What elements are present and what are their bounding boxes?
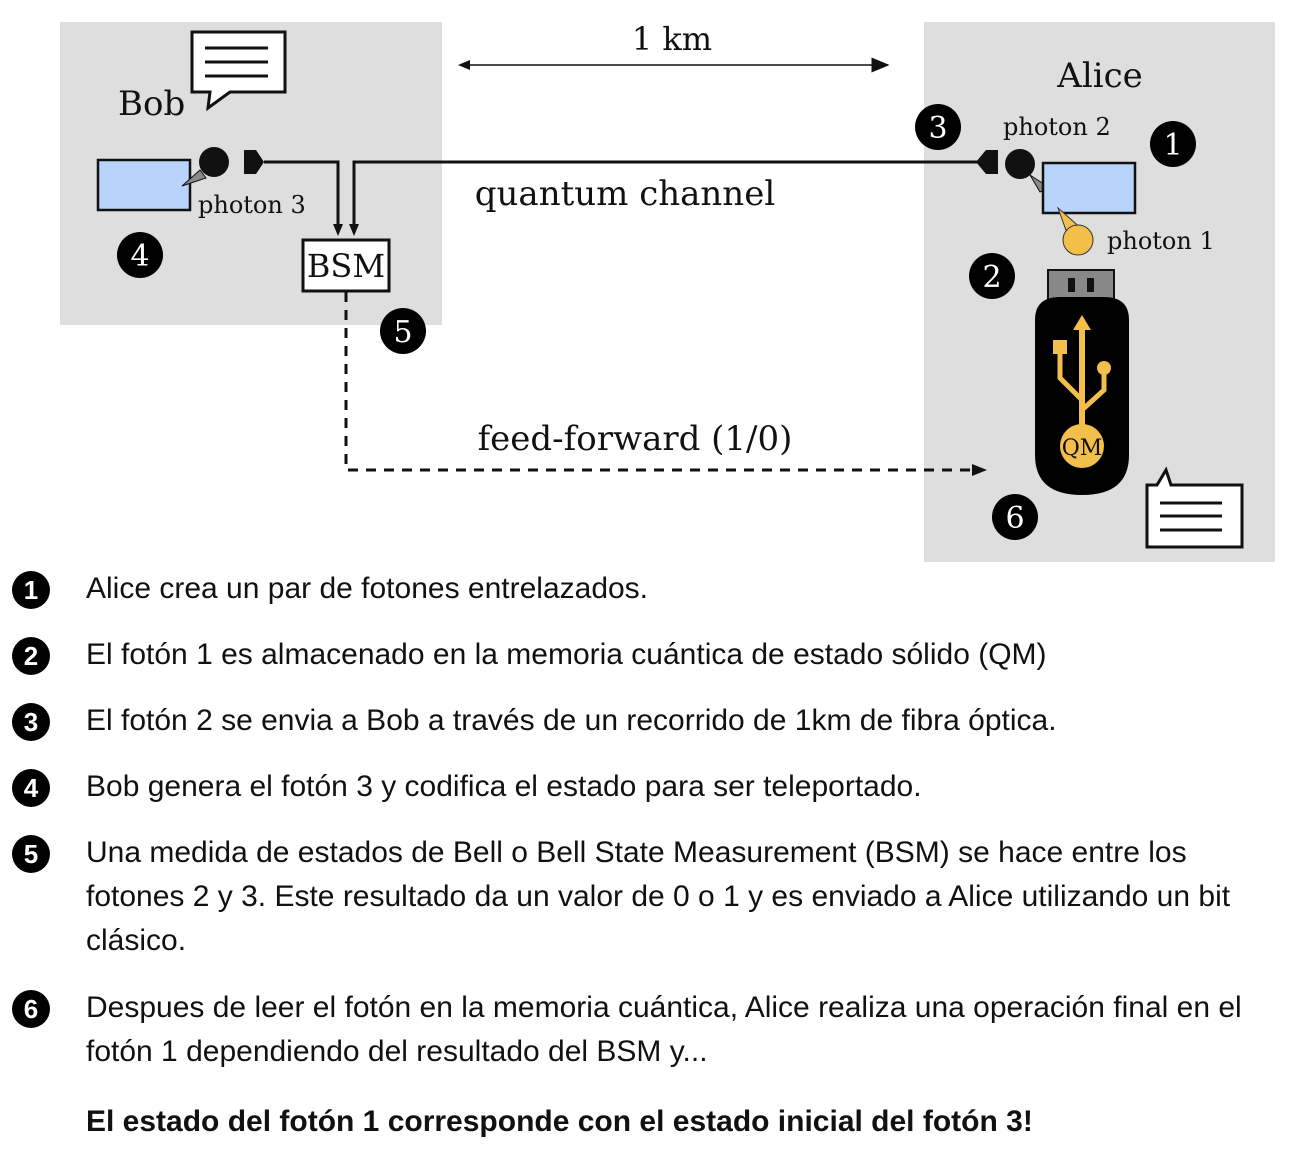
step-2-badge: 2 [12,637,50,675]
marker-3: 3 [915,104,961,150]
bob-photon-source [96,158,192,212]
alice-fiber-connector [976,150,998,174]
marker-4: 4 [117,232,163,278]
marker-6: 6 [992,494,1038,540]
alice-label: Alice [1056,56,1142,96]
marker-1: 1 [1150,121,1196,167]
bob-fiber-connector [244,150,264,174]
step-5-text: Una medida de estados de Bell o Bell Sta… [86,836,1231,957]
step-3-badge: 3 [12,703,50,741]
svg-text:1: 1 [1163,128,1182,163]
bsm-box [301,238,391,293]
distance-label: 1 km [632,20,712,58]
alice-photon-source [1041,161,1137,215]
svg-text:6: 6 [1005,501,1024,536]
step-1-badge: 1 [12,571,50,609]
marker-5: 5 [380,308,426,354]
bsm-label: BSM [307,247,385,285]
bob-label: Bob [118,84,185,124]
step-3-text: El fotón 2 se envia a Bob a través de un… [86,704,1057,737]
conclusion-text: El estado del fotón 1 corresponde con el… [86,1105,1033,1138]
svg-text:3: 3 [928,111,947,146]
usb-memory-icon [1035,269,1129,495]
qm-label: QM [1062,436,1103,461]
photon3-icon [181,147,229,187]
feed-forward-line [344,292,975,472]
bob-message-icon [190,30,287,112]
photon2-label: photon 2 [1003,113,1111,141]
photon1-label: photon 1 [1107,227,1215,255]
photon3-label: photon 3 [198,191,306,219]
alice-message-icon [1145,466,1244,549]
feed-forward-label: feed-forward (1/0) [478,419,793,459]
step-6-text: Despues de leer el fotón en la memoria c… [86,991,1242,1068]
step-5-badge: 5 [12,835,50,873]
svg-text:2: 2 [982,260,1001,295]
svg-text:5: 5 [393,315,412,350]
svg-text:4: 4 [130,239,149,274]
step-2-text: El fotón 1 es almacenado en la memoria c… [86,638,1047,671]
marker-2: 2 [969,253,1015,299]
photon1-icon [1056,206,1094,256]
teleportation-diagram: 1 km Bob photon 3 BSM quantum channel fe… [60,20,1275,562]
step-6-badge: 6 [12,990,50,1028]
step-4-badge: 4 [12,769,50,807]
quantum-channel-label: quantum channel [475,174,775,214]
step-4-text: Bob genera el fotón 3 y codifica el esta… [86,770,922,803]
step-1-text: Alice crea un par de fotones entrelazado… [86,572,649,605]
